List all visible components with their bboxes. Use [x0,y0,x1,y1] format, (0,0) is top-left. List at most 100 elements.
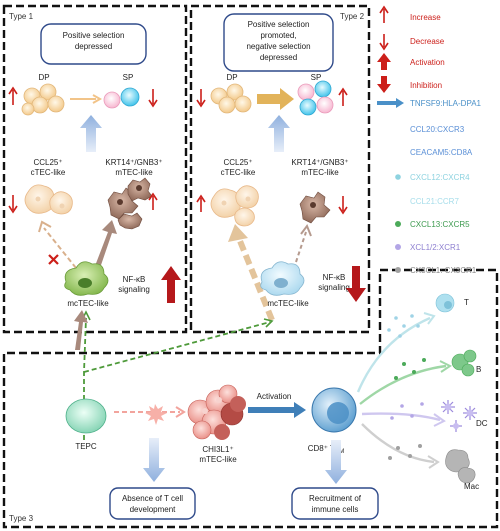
type2-title: Type 2 [340,12,365,21]
type3-to-type1-arrow [74,310,88,350]
type2-effect-text-1: Positive selection [248,20,310,29]
type2-sp-increase-icon [338,87,348,106]
legend-activation-icon [377,53,391,70]
type1-panel-border [2,4,188,334]
type2-mctec-cell [260,261,305,296]
type2-nfkb-label-1: NF-κB [323,273,346,282]
type1-mtec-increase-icon [148,192,158,210]
legend-tnfsf9-arrow-icon [377,98,404,108]
type1-mtec-label-1: KRT14⁺/GNB3⁺ [105,158,162,167]
type2-dp-cells [210,83,252,114]
type1-nfkb-label-2: signaling [118,285,150,294]
legend-label-xcl1: XCL1/2:XCR1 [410,243,461,252]
recruitment-box [291,487,379,520]
chi3l1-mtec-cell-cluster [187,384,246,440]
tepc-cell [65,398,107,434]
type2-dp-decrease-icon [196,89,206,108]
type1-ctec-label-1: CCL25⁺ [33,158,62,167]
type1-ctec-decrease-icon [8,195,18,214]
type1-title: Type 1 [9,12,34,21]
type2-sp-label: SP [311,73,322,82]
type1-ctec-label-2: cTEC-like [31,168,66,177]
type2-ctec-increase-icon [196,194,206,212]
type1-sp-cells [103,87,140,109]
type2-effect-text-2: promoted, [260,31,296,40]
type1-mtec-cells [107,177,153,230]
t-cell-recruitment-stream [356,293,455,393]
type2-effect-text-4: depressed [260,53,297,62]
b-cell-label: B [476,365,481,374]
legend-label-cxcl13: CXCL13:CXCR5 [410,220,470,229]
legend-label-decrease: Decrease [410,37,445,46]
chi3l1-label-2: mTEC-like [199,455,237,464]
type3-panel-border [2,268,499,529]
type2-mtec-label-2: mTEC-like [301,168,339,177]
type1-mtec-label-2: mTEC-like [115,168,153,177]
dc-label: DC [476,419,488,428]
legend-label-ceacam5: CEACAM5:CD8A [410,148,473,157]
type1-dp-label: DP [38,73,49,82]
type2-panel-border [189,4,371,334]
type1-effect-text-1: Positive selection [63,31,125,40]
recruitment-text-2: immune cells [312,505,359,514]
activation-label: Activation [257,392,292,401]
cd8-trm-cell [311,387,357,433]
type1-mctec-to-mtec-arrow [95,220,117,268]
type1-mctec-cell [64,261,109,296]
dc-recruitment-stream [361,400,477,432]
type1-block-x-icon [48,254,59,265]
legend-label-inhibition: Inhibition [410,81,442,90]
absence-text-1: Absence of T cell [122,494,183,503]
type1-sp-label: SP [123,73,134,82]
type2-nfkb-label-2: signaling [318,283,350,292]
legend: Increase Decrease Activation Inhibition … [377,5,482,275]
chi3l1-result-arrow [143,438,165,482]
legend-cx3cl1-dot-icon [395,267,401,273]
type2-effect-box [223,13,334,72]
legend-xcl1-dot-icon [395,244,401,250]
type2-dp-label: DP [226,73,237,82]
tepc-label: TEPC [75,442,97,451]
cd8-result-arrow [325,440,347,484]
type2-mtec-label-1: KRT14⁺/GNB3⁺ [291,158,348,167]
legend-label-activation: Activation [410,58,445,67]
type2-sp-cells [297,80,334,116]
type1-effect-box [40,23,147,65]
type2-mctec-to-ctec-dashed-arrow [228,224,275,322]
absence-of-t-cell-box [109,487,196,520]
type1-blue-arrow [80,115,102,152]
type2-nfkb-inhibition-icon [346,266,366,302]
type1-sp-decrease-icon [148,89,158,108]
b-cell-recruitment-stream [359,349,477,405]
legend-label-increase: Increase [410,13,441,22]
type1-dp-increase-icon [8,86,18,105]
type2-effect-text-3: negative selection [246,42,310,51]
type2-ctec-label-2: cTEC-like [221,168,256,177]
mac-label: Mac [464,482,479,491]
chi3l1-label-1: CHI3L1⁺ [202,445,233,454]
mac-recruitment-stream [361,423,476,484]
type2-mtec-decrease-icon [338,196,348,215]
type1-mctec-label: mcTEC-like [67,299,109,308]
activation-arrow [248,402,306,418]
legend-cxcl13-dot-icon [395,221,401,227]
legend-label-tnfsf9: TNFSF9:HLA-DPA1 [410,99,482,108]
legend-label-ccl21: CCL21:CCR7 [410,197,459,206]
legend-label-cx3cl1: CX3CL1: CX3CR1 [410,266,477,275]
recruitment-text-1: Recruitment of [309,494,362,503]
legend-label-cxcl12: CXCL12:CXCR4 [410,173,470,182]
type2-ctec-label-1: CCL25⁺ [223,158,252,167]
type1-dp-cells [21,83,65,116]
type1-mctec-to-ctec-dashed-arrow [38,220,77,269]
type3-title: Type 3 [9,514,34,523]
type2-mtec-cell [299,191,331,224]
type2-dp-to-sp-bold-arrow [257,88,294,110]
tepc-to-chi3l1-dashed-arrow [114,404,186,425]
type2-ctec-cells [210,185,259,227]
type2-mctec-label: mcTEC-like [267,299,309,308]
type2-mctec-to-mtec-dashed-arrow [295,223,312,263]
t-cell-label: T [464,298,469,307]
type1-nfkb-activation-icon [161,266,181,303]
type1-dp-to-sp-arrow [70,94,103,104]
